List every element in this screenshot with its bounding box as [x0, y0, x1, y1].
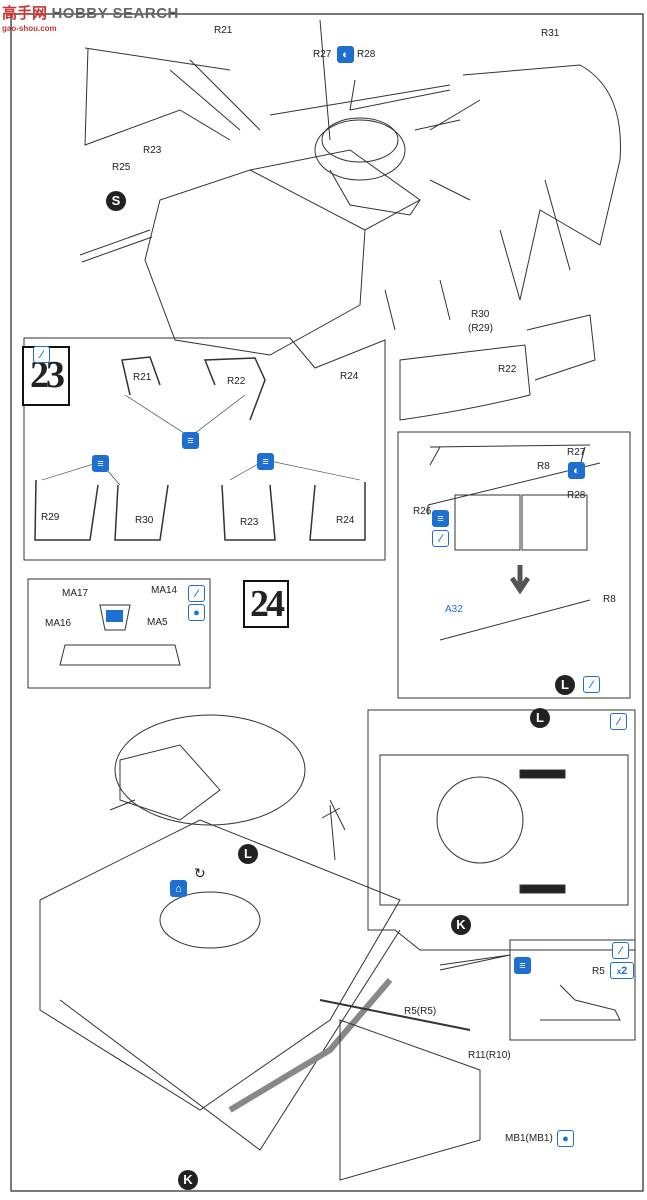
- quantity-value: 2: [621, 965, 628, 977]
- label-r26: R26: [413, 506, 432, 517]
- marker-l-chassis: L: [530, 708, 550, 728]
- glue-icon: ⁄: [33, 346, 50, 363]
- label-r25: R25: [112, 162, 131, 173]
- paint-mark-icon: ≡: [257, 453, 274, 470]
- marker-l-hull: L: [238, 844, 258, 864]
- label-r23: R23: [143, 145, 162, 156]
- inset-label-r21: R21: [133, 372, 152, 383]
- step23-inset-frame: [23, 337, 386, 561]
- label-r30: R30: [471, 309, 490, 320]
- marker-k-chassis: K: [451, 915, 471, 935]
- glue-icon: ⁄: [583, 676, 600, 693]
- glue-icon: ⁄: [610, 713, 627, 730]
- label-r31: R31: [541, 28, 560, 39]
- chassis-inset-frame: [367, 709, 636, 951]
- label-r22: R22: [498, 364, 517, 375]
- quantity-x: x: [616, 967, 622, 976]
- label-ma17: MA17: [62, 588, 89, 599]
- paint-mark-icon: ≡: [182, 432, 199, 449]
- watermark: 高手网 HOBBY SEARCH gao-shou.com: [2, 2, 179, 33]
- quantity-badge: x2: [610, 962, 634, 979]
- inset-label-r23: R23: [240, 517, 259, 528]
- rail-label-r8: R8: [603, 594, 616, 605]
- clear-glue-icon: ●: [557, 1130, 574, 1147]
- rail-label-a32: A32: [445, 604, 463, 615]
- label-r29: (R29): [468, 323, 494, 334]
- flip-pair-icon: ◐: [568, 462, 585, 479]
- step24-inset-frame: [27, 578, 211, 689]
- glue-icon: ⁄: [612, 942, 629, 959]
- inset-label-r24: R24: [336, 515, 355, 526]
- watermark-url: gao-shou.com: [2, 24, 57, 33]
- label-ma5: MA5: [147, 617, 168, 628]
- label-ma16: MA16: [45, 618, 72, 629]
- inset-frames: [34, 356, 366, 541]
- inset-label-r30: R30: [135, 515, 154, 526]
- inset-label-r29: R29: [41, 512, 60, 523]
- paint-mark-icon: ≡: [514, 957, 531, 974]
- marker-l: L: [555, 675, 575, 695]
- label-r27-b: R27: [567, 447, 586, 458]
- glue-icon: ⁄: [188, 585, 205, 602]
- marker-s: S: [106, 191, 126, 211]
- label-r24: R24: [340, 371, 359, 382]
- r5-inset-label: R5: [592, 966, 605, 977]
- marker-k-hull: K: [178, 1170, 198, 1190]
- flip-pair-icon: ◐: [337, 46, 354, 63]
- label-r5-r5: R5(R5): [404, 1006, 437, 1017]
- label-mb1: MB1(MB1): [505, 1133, 553, 1144]
- label-r28-b: R28: [567, 490, 586, 501]
- step-number-24: 24: [243, 580, 289, 628]
- rail-label-r8-top: R8: [537, 461, 550, 472]
- label-r27: R27: [313, 49, 332, 60]
- watermark-cn: 高手网: [2, 5, 48, 22]
- inset-label-r22: R22: [227, 376, 246, 387]
- label-r11-r10: R11(R10): [468, 1050, 511, 1061]
- page-frame: [10, 13, 644, 1192]
- label-r21: R21: [214, 25, 233, 36]
- rotate-icon: ↻: [194, 865, 206, 881]
- label-r28: R28: [357, 49, 376, 60]
- label-ma14: MA14: [151, 585, 178, 596]
- r5-inset-frame: [509, 939, 636, 1041]
- glue-icon: ⁄: [432, 530, 449, 547]
- clear-glue-icon: ●: [188, 604, 205, 621]
- paint-mark-icon: ≡: [92, 455, 109, 472]
- watermark-en: HOBBY SEARCH: [51, 5, 179, 22]
- paint-mark-icon: ≡: [432, 510, 449, 527]
- rail-inset-frame: [397, 431, 631, 699]
- drill-icon: ⌂: [170, 880, 187, 897]
- skirt-plate: [339, 1019, 481, 1181]
- turret-assembly-drawing: [79, 19, 621, 421]
